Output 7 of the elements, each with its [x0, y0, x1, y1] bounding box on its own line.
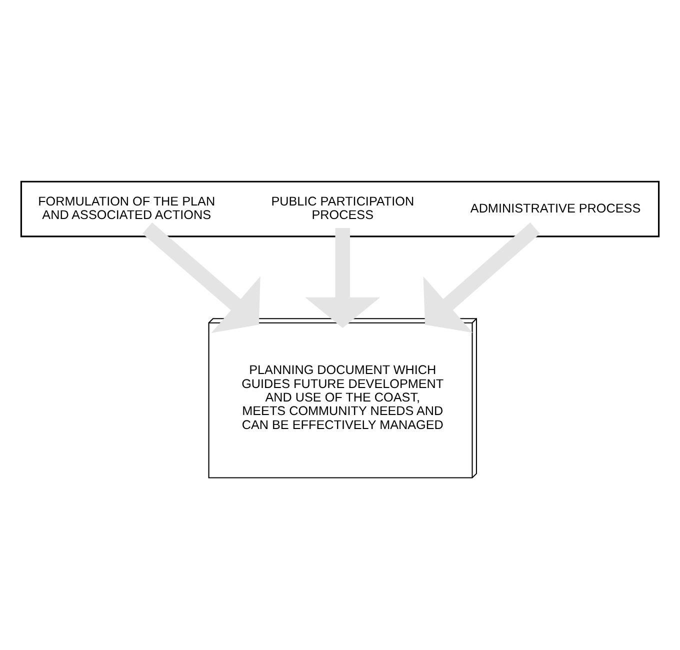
node-text: PUBLIC PARTICIPATION PROCESS — [271, 194, 414, 222]
arrow — [142, 222, 260, 332]
node-text: FORMULATION OF THE PLAN AND ASSOCIATED ACTIONS — [38, 194, 216, 222]
node-text: ADMINISTRATIVE PROCESS — [470, 200, 641, 215]
arrow — [423, 222, 540, 332]
cluster — [20, 180, 660, 237]
arrow — [305, 228, 380, 328]
